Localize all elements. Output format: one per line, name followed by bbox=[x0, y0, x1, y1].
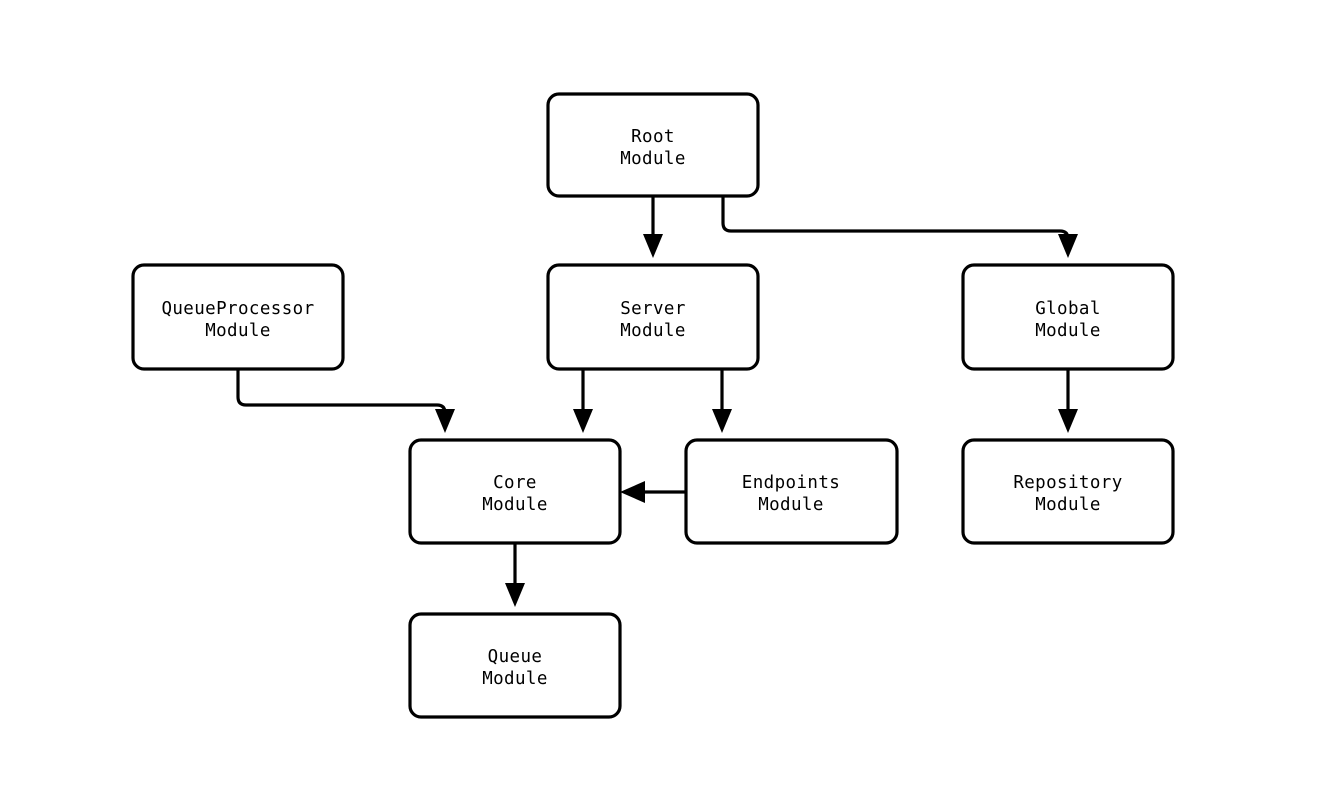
node-endpoints-module-box[interactable] bbox=[684, 438, 899, 545]
node-endpoints-module-label-line1: Endpoints bbox=[742, 473, 840, 493]
edge-queueprocessor-to-core bbox=[236, 369, 455, 433]
arrowhead-icon bbox=[1058, 409, 1078, 433]
node-queue-module-box[interactable] bbox=[408, 612, 622, 719]
edge-layer bbox=[236, 196, 1078, 607]
arrowhead-icon bbox=[712, 409, 732, 433]
node-core-module-box[interactable] bbox=[408, 438, 622, 545]
node-endpoints-module-label-line2: Module bbox=[758, 495, 824, 515]
node-core-module-label-line2: Module bbox=[482, 495, 548, 515]
arrowhead-icon bbox=[1058, 234, 1078, 258]
node-queue-module-label-line2: Module bbox=[482, 669, 548, 689]
node-repository-module-label-line1: Repository bbox=[1013, 473, 1122, 493]
node-queue-module-label-line1: Queue bbox=[488, 647, 543, 667]
arrowhead-icon bbox=[620, 481, 645, 503]
edge-root-to-global bbox=[721, 196, 1078, 258]
edge-global-to-repository bbox=[1058, 369, 1078, 433]
node-global-module-label-line2: Module bbox=[1035, 321, 1101, 341]
node-core-module[interactable]: Core Module bbox=[408, 438, 622, 545]
edge-server-to-core bbox=[573, 369, 593, 433]
node-server-module[interactable]: Server Module bbox=[546, 263, 760, 371]
node-queueprocessor-module[interactable]: QueueProcessor Module bbox=[131, 263, 345, 371]
node-repository-module-label-line2: Module bbox=[1035, 495, 1101, 515]
node-layer: Root Module QueueProcessor Module Server… bbox=[131, 92, 1175, 719]
edge-core-to-queue bbox=[505, 543, 525, 607]
node-root-module[interactable]: Root Module bbox=[546, 92, 760, 198]
node-repository-module-box[interactable] bbox=[961, 438, 1175, 545]
node-endpoints-module[interactable]: Endpoints Module bbox=[684, 438, 899, 545]
node-server-module-label-line2: Module bbox=[620, 321, 686, 341]
arrowhead-icon bbox=[435, 409, 455, 433]
node-repository-module[interactable]: Repository Module bbox=[961, 438, 1175, 545]
edge-root-to-server bbox=[643, 196, 663, 258]
node-queueprocessor-module-label-line2: Module bbox=[205, 321, 271, 341]
arrowhead-icon bbox=[573, 409, 593, 433]
node-global-module-box[interactable] bbox=[961, 263, 1175, 371]
node-queueprocessor-module-box[interactable] bbox=[131, 263, 345, 371]
node-core-module-label-line1: Core bbox=[493, 473, 537, 493]
edge-server-to-endpoints bbox=[712, 369, 732, 433]
node-queue-module[interactable]: Queue Module bbox=[408, 612, 622, 719]
node-root-module-box[interactable] bbox=[546, 92, 760, 198]
node-global-module[interactable]: Global Module bbox=[961, 263, 1175, 371]
edge-endpoints-to-core bbox=[620, 481, 686, 503]
node-server-module-label-line1: Server bbox=[620, 299, 686, 319]
node-global-module-label-line1: Global bbox=[1035, 299, 1101, 319]
node-queueprocessor-module-label-line1: QueueProcessor bbox=[161, 299, 314, 319]
node-server-module-box[interactable] bbox=[546, 263, 760, 371]
arrowhead-icon bbox=[505, 583, 525, 607]
node-root-module-label-line1: Root bbox=[631, 127, 675, 147]
arrowhead-icon bbox=[643, 234, 663, 258]
node-root-module-label-line2: Module bbox=[620, 149, 686, 169]
